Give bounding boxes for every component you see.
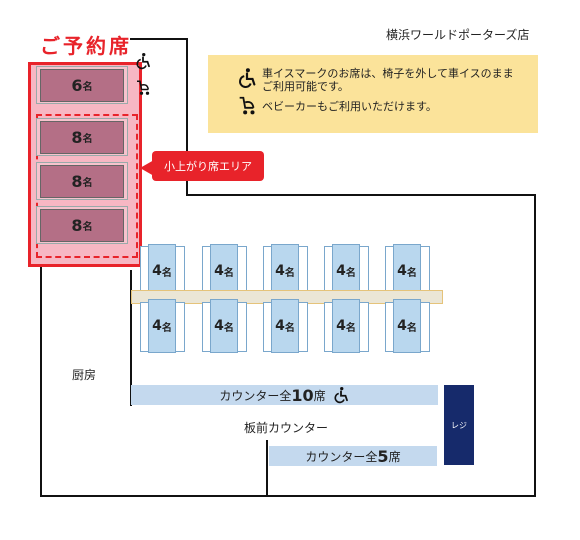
table-count: 4 xyxy=(275,318,285,334)
stroller-legend-text: ベビーカーもご利用いただけます。 xyxy=(262,100,437,113)
kitchen-label: 厨房 xyxy=(72,368,97,382)
wall-inner-vertical xyxy=(186,38,188,196)
counter-prefix: カウンター全 xyxy=(305,449,378,464)
reserved-table-count: 6 xyxy=(71,76,83,95)
wall-entrance-divider xyxy=(266,440,268,497)
counter-count: 10 xyxy=(291,385,314,405)
counter-unit: 席 xyxy=(388,449,401,464)
table-count: 4 xyxy=(214,263,224,279)
table-unit: 名 xyxy=(223,322,234,334)
wheelchair-icon xyxy=(334,386,348,404)
wheelchair-icon xyxy=(239,68,256,88)
counter-count: 5 xyxy=(377,446,389,466)
table-count: 4 xyxy=(336,263,346,279)
wheelchair-legend-line2: ご利用可能です。 xyxy=(262,80,349,93)
table-unit: 名 xyxy=(406,267,417,279)
callout-pointer xyxy=(140,160,154,176)
wall-bottom-right xyxy=(268,495,536,497)
register: レジ xyxy=(444,385,474,465)
reserved-table-unit: 名 xyxy=(82,222,93,233)
reserved-table-count: 8 xyxy=(71,172,83,191)
reserved-table-count: 8 xyxy=(71,216,83,235)
wall-bottom-left xyxy=(40,495,268,497)
wheelchair-legend-line1: 車イスマークのお席は、椅子を外して車イスのまま xyxy=(262,67,514,80)
itamae-counter-label: 板前カウンター xyxy=(244,421,329,435)
table-count: 4 xyxy=(152,263,162,279)
stroller-icon xyxy=(137,80,150,95)
legend-box: 車イスマークのお席は、椅子を外して車イスのまま ご利用可能です。 ベビーカーもご… xyxy=(208,55,538,133)
raised-seat-area-callout: 小上がり席エリア xyxy=(152,151,264,181)
reserved-table-unit: 名 xyxy=(82,178,93,189)
stroller-icon xyxy=(239,96,255,115)
table-unit: 名 xyxy=(406,322,417,334)
table-count: 4 xyxy=(275,263,285,279)
table-unit: 名 xyxy=(284,267,295,279)
reserved-table-unit: 名 xyxy=(82,82,93,93)
counter-unit: 席 xyxy=(313,388,326,403)
reservation-title: ご予約席 xyxy=(40,34,132,58)
counter-prefix: カウンター全 xyxy=(219,388,292,403)
wheelchair-icon xyxy=(136,52,150,70)
table-unit: 名 xyxy=(284,322,295,334)
table-unit: 名 xyxy=(161,322,172,334)
table-count: 4 xyxy=(214,318,224,334)
table-count: 4 xyxy=(397,318,407,334)
wall-counter-vertical xyxy=(130,270,132,406)
table-count: 4 xyxy=(397,263,407,279)
table-unit: 名 xyxy=(345,267,356,279)
reserved-table-count: 8 xyxy=(71,128,83,147)
table-unit: 名 xyxy=(161,267,172,279)
table-unit: 名 xyxy=(345,322,356,334)
table-count: 4 xyxy=(152,318,162,334)
wall-left xyxy=(40,262,42,497)
wall-top-left xyxy=(130,38,187,40)
wall-right xyxy=(534,194,536,497)
reserved-table-unit: 名 xyxy=(82,134,93,145)
wall-inner-horizontal xyxy=(186,194,536,196)
table-unit: 名 xyxy=(223,267,234,279)
table-count: 4 xyxy=(336,318,346,334)
store-name: 横浜ワールドポーターズ店 xyxy=(386,28,530,42)
